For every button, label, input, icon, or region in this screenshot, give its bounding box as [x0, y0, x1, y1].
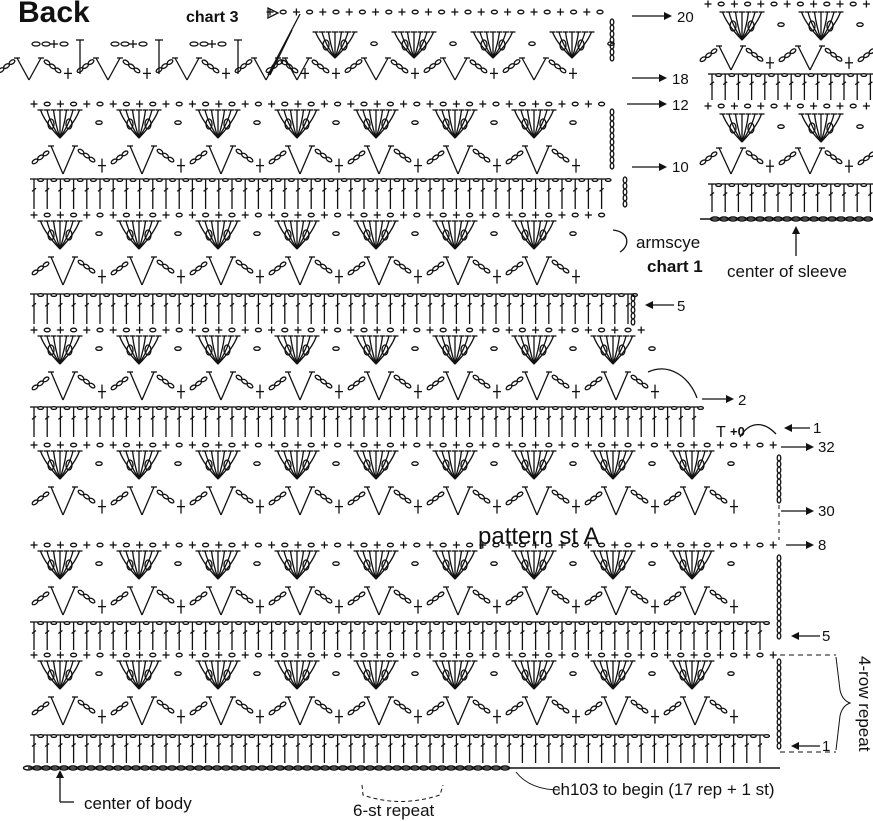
- armscye-connectors: [612, 229, 777, 438]
- row-number-32: 32: [818, 439, 835, 456]
- row-number-1: 1: [822, 738, 830, 755]
- armscye-label: armscye: [636, 233, 700, 252]
- repeat-bracket: [361, 505, 852, 802]
- plus-zero-label: +0: [730, 424, 745, 439]
- row-number-12: 12: [672, 97, 689, 114]
- row-number-5: 5: [822, 628, 830, 645]
- stitch-pattern: [0, 6, 782, 763]
- center-of-sleeve-label: center of sleeve: [727, 262, 847, 281]
- page-title: Back: [18, 0, 90, 29]
- row-number-10: 10: [672, 159, 689, 176]
- treble-symbol-label: T: [716, 424, 726, 441]
- center-of-body-label: center of body: [84, 794, 192, 813]
- row-number-2: 2: [738, 392, 746, 409]
- center-indicators: [56, 226, 800, 803]
- four-row-repeat-label: 4-row repeat: [855, 656, 873, 752]
- row-number-8: 8: [818, 537, 826, 554]
- row-number-20: 20: [677, 9, 694, 26]
- begin-chain-label: ch103 to begin (17 rep + 1 st): [552, 780, 775, 799]
- row-number-5-armscye: 5: [677, 298, 685, 315]
- foundation-chain: [22, 216, 873, 771]
- row-number-1-armscye: 1: [813, 420, 821, 437]
- chart1-label: chart 1: [647, 257, 703, 276]
- chart3-label: chart 3: [186, 9, 239, 26]
- row-number-18: 18: [672, 71, 689, 88]
- row-arrows: [627, 12, 820, 750]
- pattern-st-a-label: pattern st A: [478, 523, 599, 550]
- sleeve-stitch-pattern: [699, 0, 873, 212]
- row-number-30: 30: [818, 503, 835, 520]
- row-numbers: 20 18 12 10 5 2 1 32 30 8 5 1: [672, 9, 835, 755]
- six-st-repeat-label: 6-st repeat: [353, 801, 435, 820]
